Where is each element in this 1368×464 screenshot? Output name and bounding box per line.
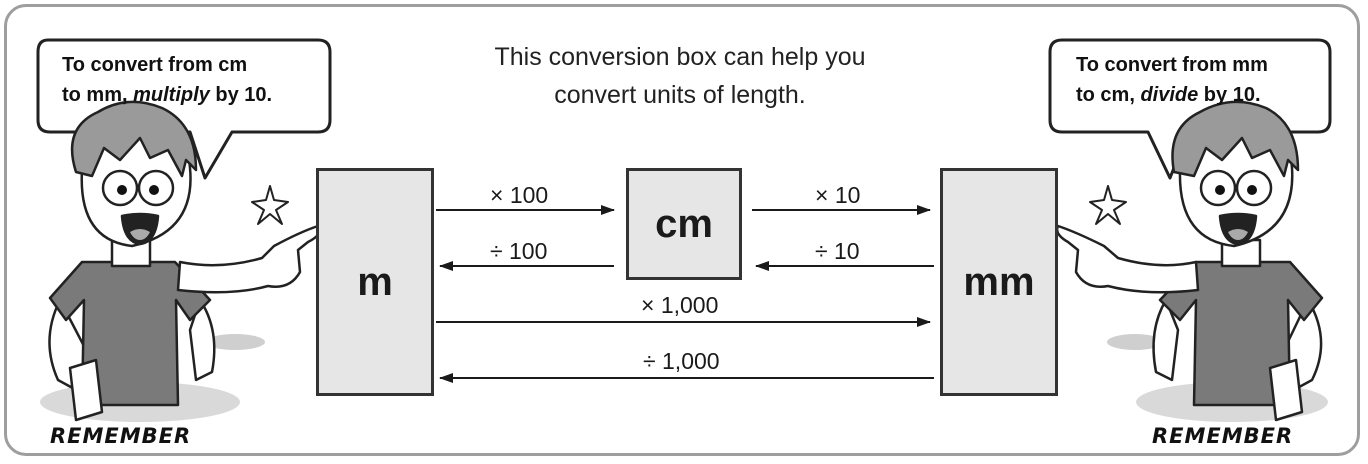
cartoon-character-left xyxy=(40,100,321,422)
speech-text-right: To convert from mm to cm, divide by 10. xyxy=(1076,50,1268,110)
op-m-to-mm: × 1,000 xyxy=(641,292,719,318)
unit-box-m: m xyxy=(316,168,434,396)
op-m-to-cm: × 100 xyxy=(490,182,549,208)
unit-label-cm: cm xyxy=(655,201,713,246)
remember-label-right: REMEMBER xyxy=(1152,424,1294,448)
speech-right-part-a: to cm, xyxy=(1076,84,1141,106)
cartoon-character-right xyxy=(1055,100,1328,422)
speech-left-line-1: To convert from cm xyxy=(62,54,248,76)
speech-right-emphasis: divide xyxy=(1140,84,1199,106)
speech-text-left: To convert from cm to mm, multiply by 10… xyxy=(62,50,272,110)
op-cm-to-mm: × 10 xyxy=(815,182,861,208)
intro-line-2: convert units of length. xyxy=(554,81,806,109)
speech-bubble-left xyxy=(36,38,332,180)
intro-line-1: This conversion box can help you xyxy=(494,43,866,71)
sparkle-icon-left xyxy=(251,185,289,225)
op-mm-to-m: ÷ 1,000 xyxy=(643,348,720,374)
remember-label-left: REMEMBER xyxy=(50,424,192,448)
speech-left-part-c: by 10. xyxy=(209,84,273,106)
sparkle-icon-right xyxy=(1089,185,1127,225)
speech-right-line-2: to cm, divide by 10. xyxy=(1076,80,1268,110)
intro-text: This conversion box can help you convert… xyxy=(440,38,920,114)
speech-right-part-c: by 10. xyxy=(1198,84,1261,106)
speech-left-part-a: to mm, xyxy=(62,84,134,106)
unit-label-m: m xyxy=(357,259,393,304)
unit-label-mm: mm xyxy=(963,259,1035,304)
op-mm-to-cm: ÷ 10 xyxy=(815,238,860,264)
speech-left-emphasis: multiply xyxy=(133,84,210,106)
op-cm-to-m: ÷ 100 xyxy=(490,238,548,264)
unit-box-mm: mm xyxy=(940,168,1058,396)
speech-left-line-2: to mm, multiply by 10. xyxy=(62,80,272,110)
unit-box-cm: cm xyxy=(626,168,742,280)
speech-right-line-1: To convert from mm xyxy=(1076,54,1268,76)
